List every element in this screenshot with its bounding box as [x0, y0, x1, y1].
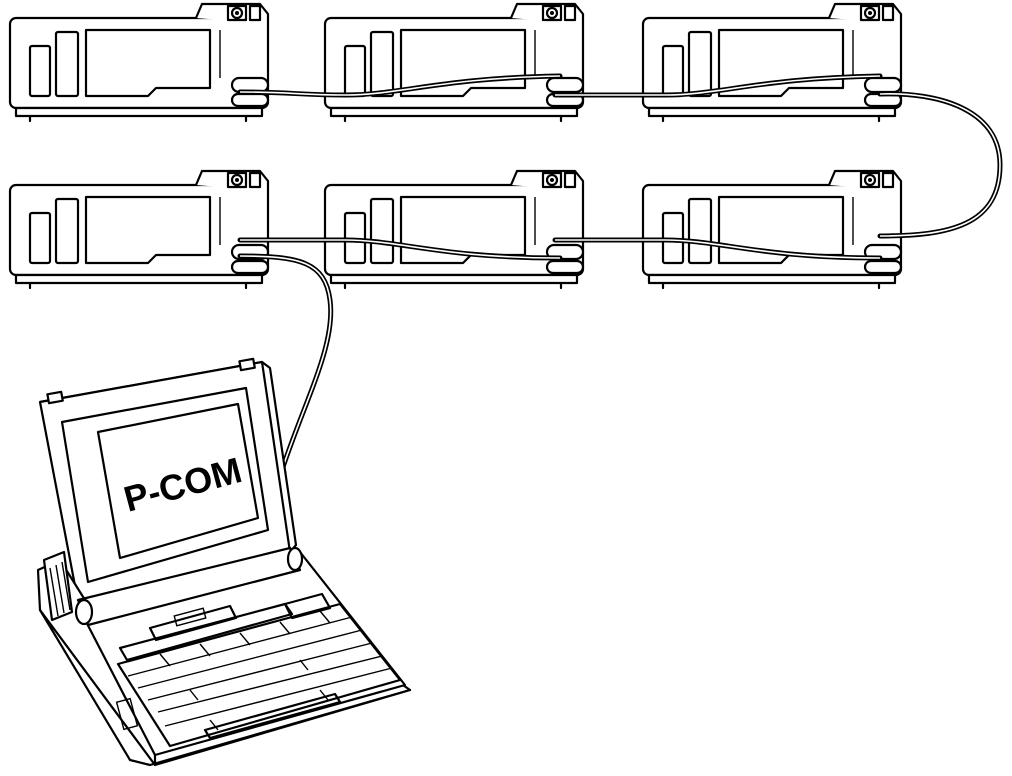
- amplifier-unit: [10, 4, 268, 121]
- amplifier-unit: [10, 171, 268, 288]
- amplifier-unit: [325, 4, 583, 121]
- amplifier-unit: [643, 171, 901, 288]
- amplifier-unit: [325, 171, 583, 288]
- amplifier-unit: [643, 4, 901, 121]
- laptop: P-COM: [38, 359, 410, 765]
